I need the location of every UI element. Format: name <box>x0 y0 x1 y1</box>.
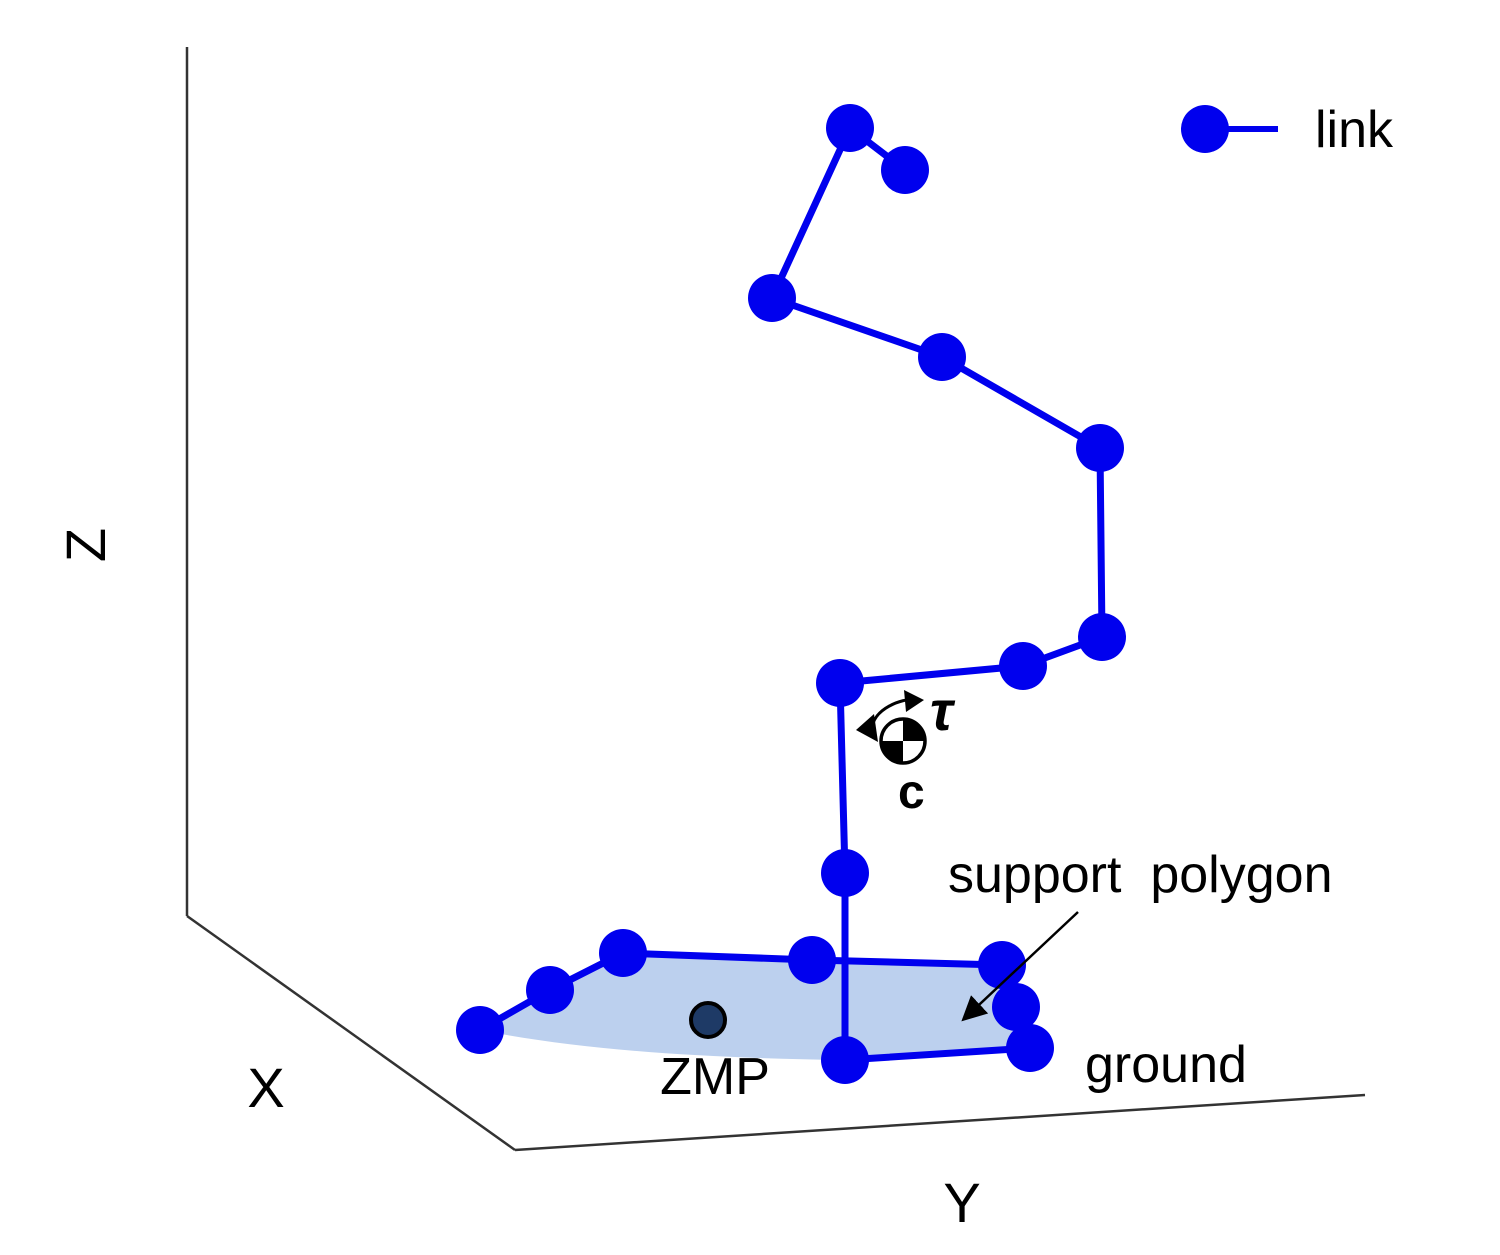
torque-arrow-icon <box>856 690 924 742</box>
joint <box>978 941 1026 989</box>
tau-label: τ <box>930 679 956 742</box>
joint <box>999 642 1047 690</box>
joint <box>881 146 929 194</box>
joint <box>748 274 796 322</box>
joint <box>788 936 836 984</box>
zmp-label: ZMP <box>660 1048 770 1106</box>
axes <box>185 47 1366 1152</box>
zmp-marker <box>689 1001 727 1039</box>
x-axis-label: X <box>247 1056 284 1119</box>
ground-label: ground <box>1085 1036 1247 1094</box>
joint <box>1076 424 1124 472</box>
legend-marker-icon <box>1181 105 1229 153</box>
com-label: c <box>898 766 925 819</box>
joint <box>992 983 1040 1031</box>
robot-links <box>476 124 1106 1064</box>
joint <box>816 659 864 707</box>
joint <box>1006 1024 1054 1072</box>
joint <box>826 104 874 152</box>
y-axis <box>514 1093 1366 1152</box>
x-axis <box>186 914 516 1152</box>
robot-joints <box>456 104 1126 1084</box>
support-polygon-label: support polygon <box>948 846 1333 904</box>
com-icon <box>879 717 927 765</box>
joint <box>1078 613 1126 661</box>
joint <box>821 849 869 897</box>
y-axis-label: Y <box>943 1171 980 1234</box>
legend: link <box>1181 101 1394 159</box>
joint <box>821 1036 869 1084</box>
z-axis-label: Z <box>54 528 117 562</box>
legend-label: link <box>1315 101 1394 159</box>
torso-arm-link <box>768 124 1106 687</box>
joint <box>918 333 966 381</box>
joint <box>599 929 647 977</box>
joint <box>526 966 574 1014</box>
support-polygon <box>480 953 1030 1060</box>
support-polygon-arrow-icon <box>961 911 1079 1022</box>
joint <box>456 1006 504 1054</box>
